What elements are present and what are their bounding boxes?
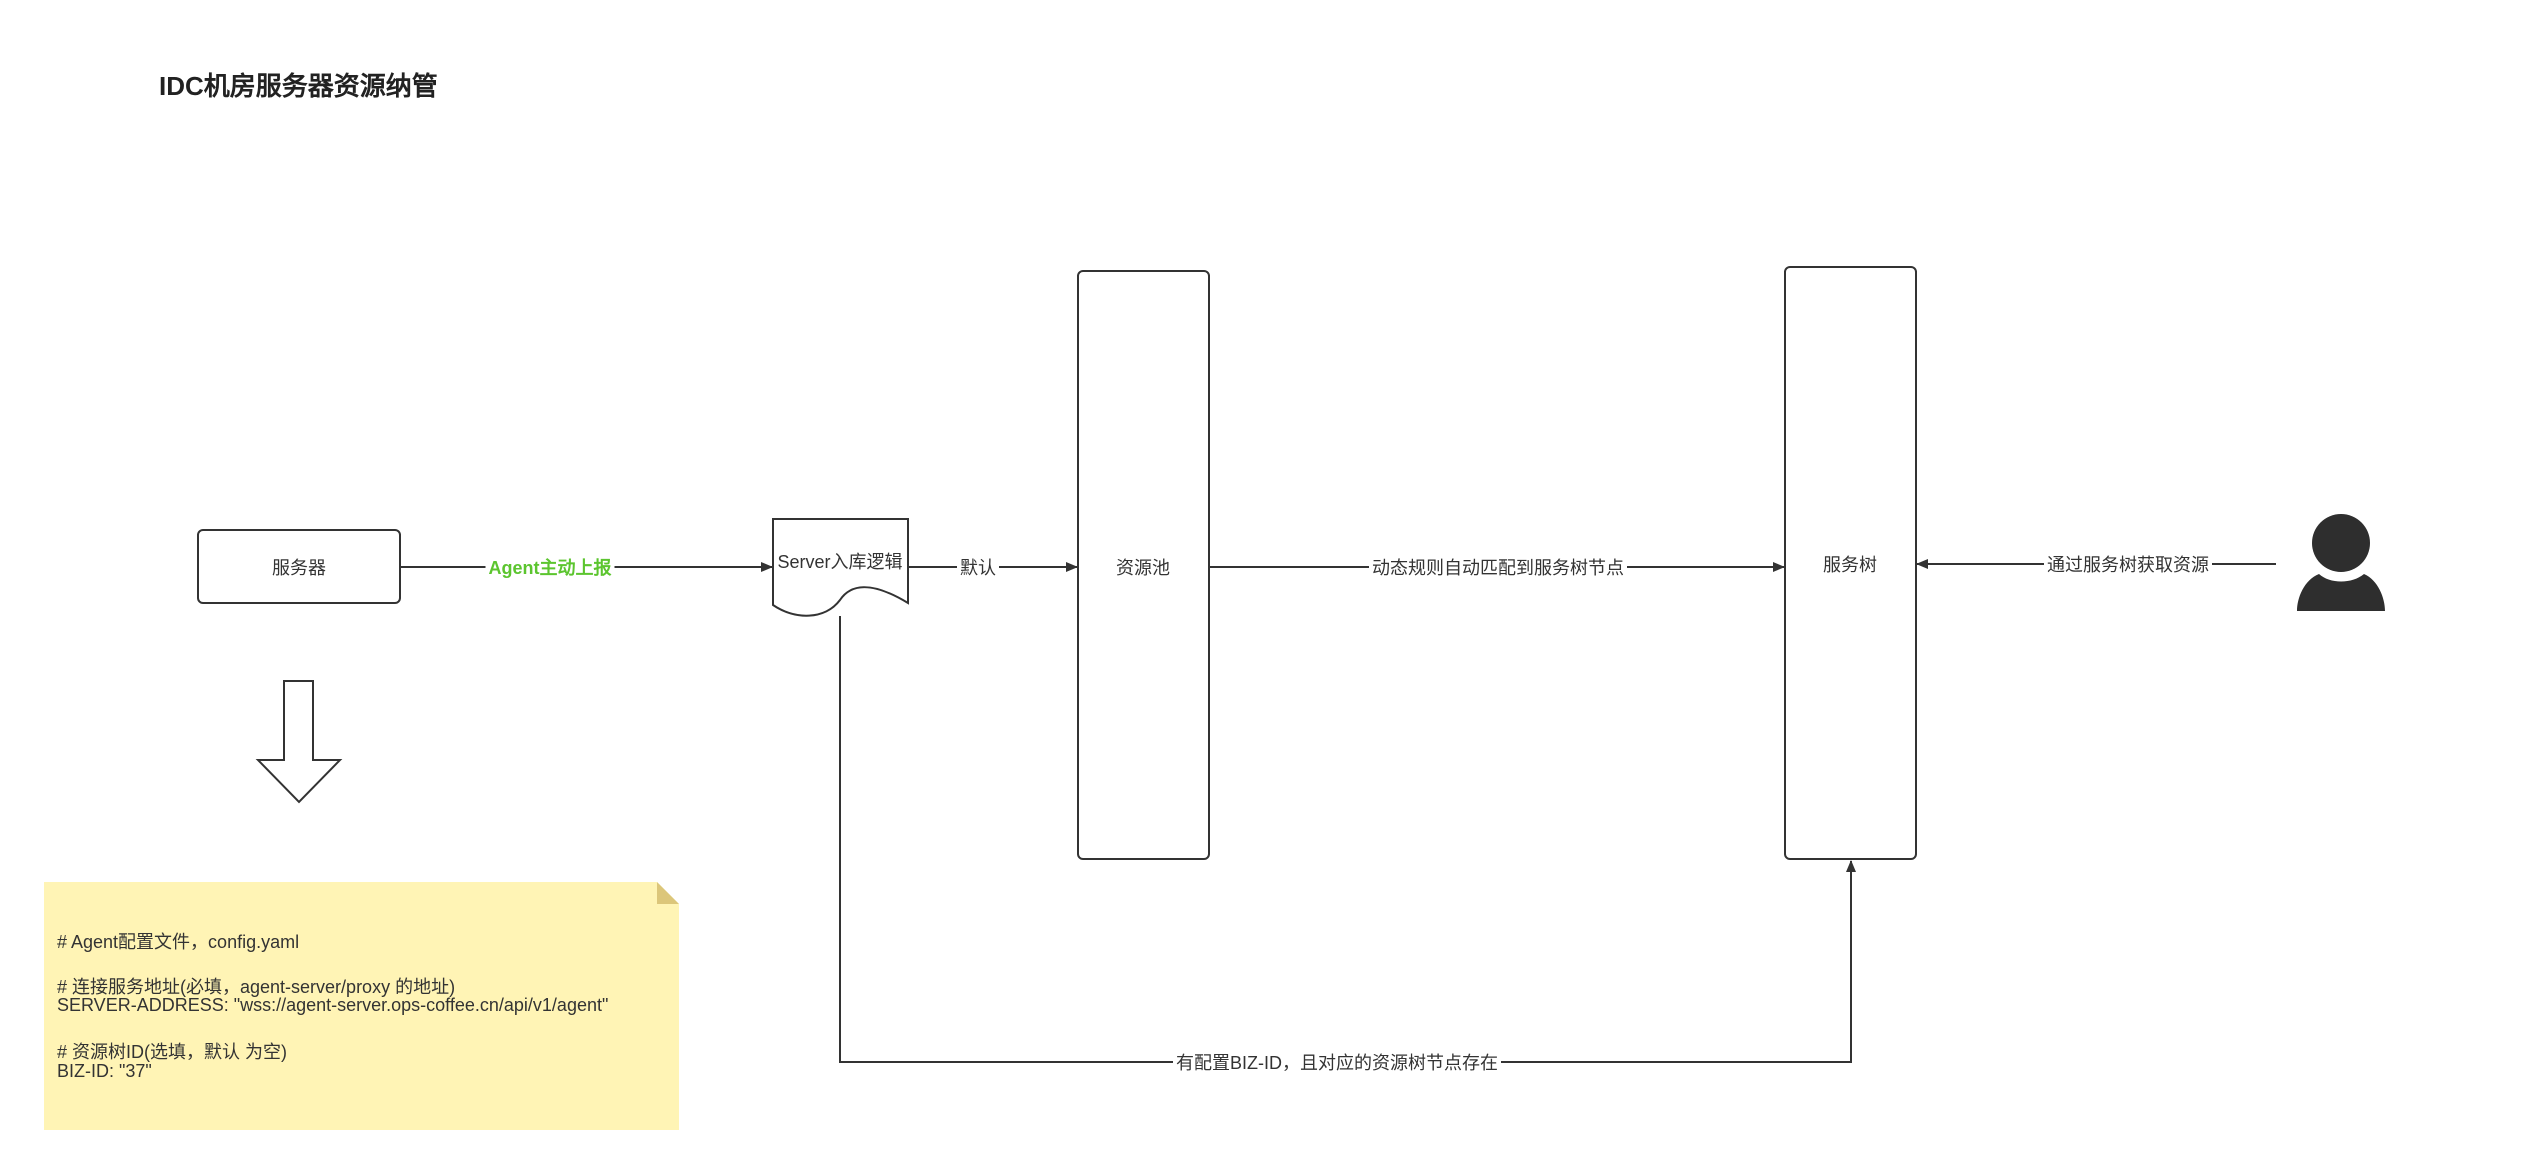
edge-dynamic-rule-label: 动态规则自动匹配到服务树节点 <box>1369 554 1627 580</box>
down-arrow-icon <box>255 680 343 804</box>
note-line: BIZ-ID: "37" <box>57 1061 152 1081</box>
ingest-logic-label: Server入库逻辑 <box>777 552 903 572</box>
ingest-logic-node[interactable] <box>772 518 909 617</box>
edge-fetch-via-tree-label: 通过服务树获取资源 <box>2044 551 2212 577</box>
edge-default-label: 默认 <box>957 554 999 580</box>
edge-biz-id <box>839 616 1856 1063</box>
note-line: # 连接服务地址(必填，agent-server/proxy 的地址) <box>57 977 456 997</box>
resource-pool-node[interactable] <box>1077 270 1210 860</box>
edge-biz-id-label: 有配置BIZ-ID，且对应的资源树节点存在 <box>1173 1049 1501 1075</box>
note-line: SERVER-ADDRESS: "wss://agent-server.ops-… <box>57 995 609 1015</box>
page-title: IDC机房服务器资源纳管 <box>159 71 438 101</box>
service-tree-label: 服务树 <box>1823 555 1877 575</box>
note-line: # 资源树ID(选填，默认 为空) <box>57 1042 287 1062</box>
edge-agent-report-label: Agent主动上报 <box>485 554 615 580</box>
server-node-label: 服务器 <box>272 558 326 578</box>
note-line: # Agent配置文件，config.yaml <box>57 932 300 952</box>
config-sticky-note <box>44 882 679 1130</box>
user-icon <box>2297 514 2385 611</box>
resource-pool-label: 资源池 <box>1116 558 1170 578</box>
